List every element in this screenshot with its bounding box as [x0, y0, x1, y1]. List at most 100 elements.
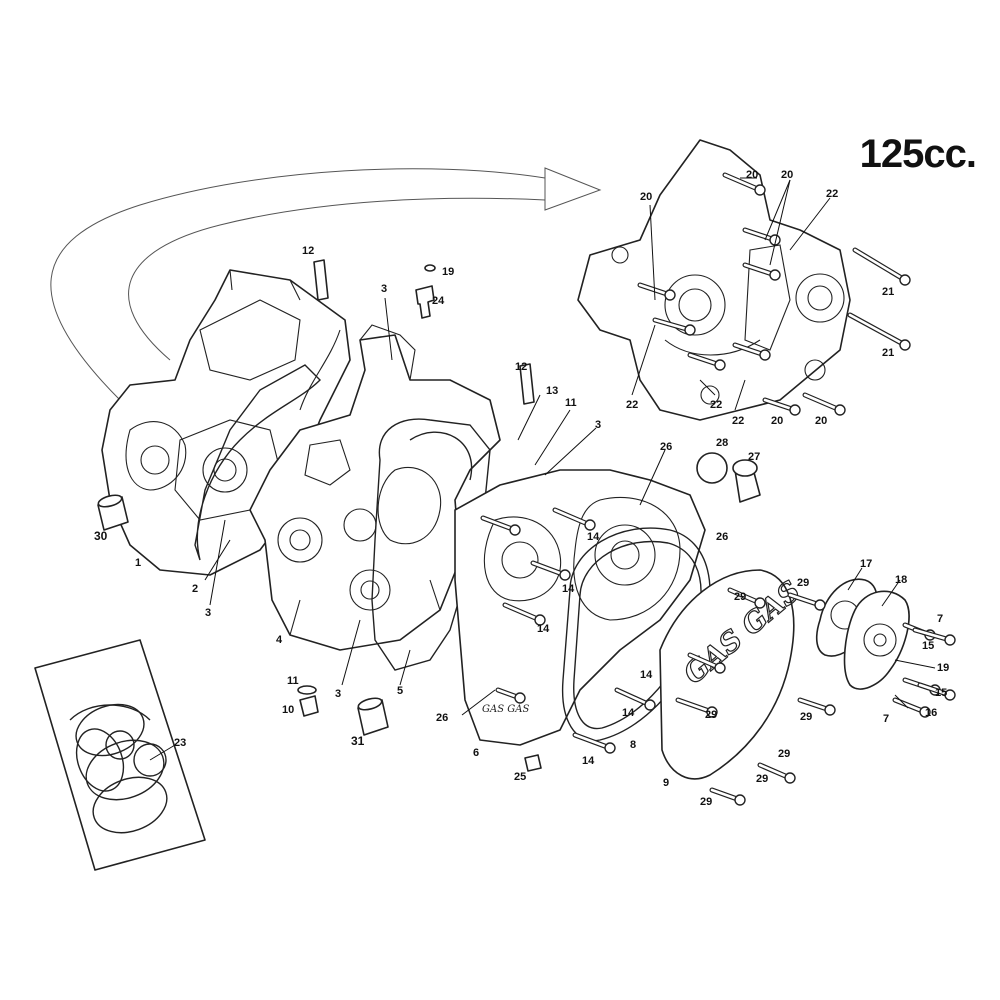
bolt	[787, 592, 826, 611]
bushing-30	[97, 494, 129, 531]
bolt	[797, 697, 836, 716]
bolt	[652, 317, 696, 336]
callout-31: 31	[351, 734, 365, 748]
callout-5: 5	[397, 685, 403, 697]
callout-11: 11	[287, 675, 299, 687]
bolt	[687, 352, 726, 371]
leader-lines	[149, 177, 936, 761]
callout-22: 22	[626, 399, 638, 411]
callout-18: 18	[895, 574, 907, 586]
callout-4: 4	[276, 634, 283, 646]
callout-10: 10	[282, 704, 294, 716]
callout-14: 14	[622, 707, 635, 719]
callout-26: 26	[660, 441, 672, 453]
bolt	[722, 172, 766, 196]
main-crankcase-half	[249, 324, 501, 651]
bolt	[502, 602, 546, 626]
drain-plug-10	[297, 685, 319, 717]
callout-6: 6	[473, 747, 479, 759]
bolt	[637, 282, 676, 301]
stud-12-right	[519, 363, 535, 405]
callout-17: 17	[860, 558, 872, 570]
bolt	[892, 697, 931, 718]
callout-labels: 1 2 3 3 3 3 4 5 6 7 7 8 9 10 11 11 12 12…	[94, 169, 949, 808]
callout-23: 23	[174, 737, 186, 749]
water-pump-assembly	[815, 578, 910, 690]
callout-3: 3	[205, 607, 211, 619]
bolt	[742, 262, 781, 281]
callout-19: 19	[442, 266, 454, 278]
bolt	[917, 682, 956, 701]
bolt	[762, 397, 801, 416]
bolt	[495, 687, 526, 704]
cap-27	[732, 459, 761, 503]
bushing-31	[357, 697, 389, 736]
model-title: 125cc.	[859, 132, 977, 176]
callout-14: 14	[640, 669, 653, 681]
stud-12-left	[313, 259, 329, 301]
callout-29: 29	[778, 748, 790, 760]
callout-12: 12	[302, 245, 314, 257]
bolt	[552, 507, 596, 531]
callout-29: 29	[756, 773, 768, 785]
callout-14: 14	[582, 755, 595, 767]
seal-28	[696, 452, 728, 484]
callout-1: 1	[135, 557, 141, 569]
bolt	[530, 560, 571, 581]
callout-28: 28	[716, 437, 728, 449]
callout-7: 7	[883, 713, 889, 725]
bolt	[614, 687, 656, 711]
callout-3: 3	[335, 688, 341, 700]
callout-26: 26	[716, 531, 728, 543]
callout-25: 25	[514, 771, 526, 783]
callout-22: 22	[732, 415, 744, 427]
bolt	[912, 627, 956, 646]
callout-14: 14	[562, 583, 575, 595]
right-crankcase-assembly	[577, 139, 851, 421]
bolt	[852, 247, 911, 286]
callout-22: 22	[710, 399, 722, 411]
callout-16: 16	[925, 707, 937, 719]
callout-19: 19	[937, 662, 949, 674]
callout-30: 30	[94, 529, 108, 543]
bolt	[572, 732, 616, 754]
bolt	[802, 392, 846, 416]
crankcase-gasket-center	[371, 418, 491, 671]
callout-21: 21	[882, 347, 894, 359]
callout-14: 14	[537, 623, 550, 635]
bolt	[675, 697, 718, 718]
bolt	[727, 587, 766, 609]
callout-29: 29	[700, 796, 712, 808]
bolts	[480, 172, 956, 806]
callout-20: 20	[781, 169, 793, 181]
clutch-side-crankcase-cover: GAS GAS	[454, 469, 706, 746]
callout-13: 13	[546, 385, 558, 397]
callout-22: 22	[826, 188, 838, 200]
callout-11: 11	[565, 397, 577, 409]
callout-3: 3	[595, 419, 601, 431]
plug-25	[524, 754, 542, 772]
callout-26: 26	[436, 712, 448, 724]
bolt	[757, 762, 796, 784]
assembly-arrow	[50, 167, 602, 401]
callout-29: 29	[797, 577, 809, 589]
clutch-cover: GAS GAS	[659, 569, 807, 780]
callout-27: 27	[748, 451, 760, 463]
callout-29: 29	[800, 711, 812, 723]
callout-12: 12	[515, 361, 527, 373]
bolt	[687, 652, 726, 674]
bolt	[742, 227, 781, 246]
callout-20: 20	[746, 169, 758, 181]
callout-9: 9	[663, 777, 669, 789]
bolt	[732, 342, 771, 361]
crankcase-gasket-left	[194, 364, 321, 561]
fitting-24	[415, 264, 436, 319]
callout-21: 21	[882, 286, 894, 298]
callout-20: 20	[640, 191, 652, 203]
bolt	[709, 787, 746, 806]
callout-8: 8	[630, 739, 636, 751]
callout-29: 29	[734, 591, 746, 603]
callout-20: 20	[771, 415, 783, 427]
